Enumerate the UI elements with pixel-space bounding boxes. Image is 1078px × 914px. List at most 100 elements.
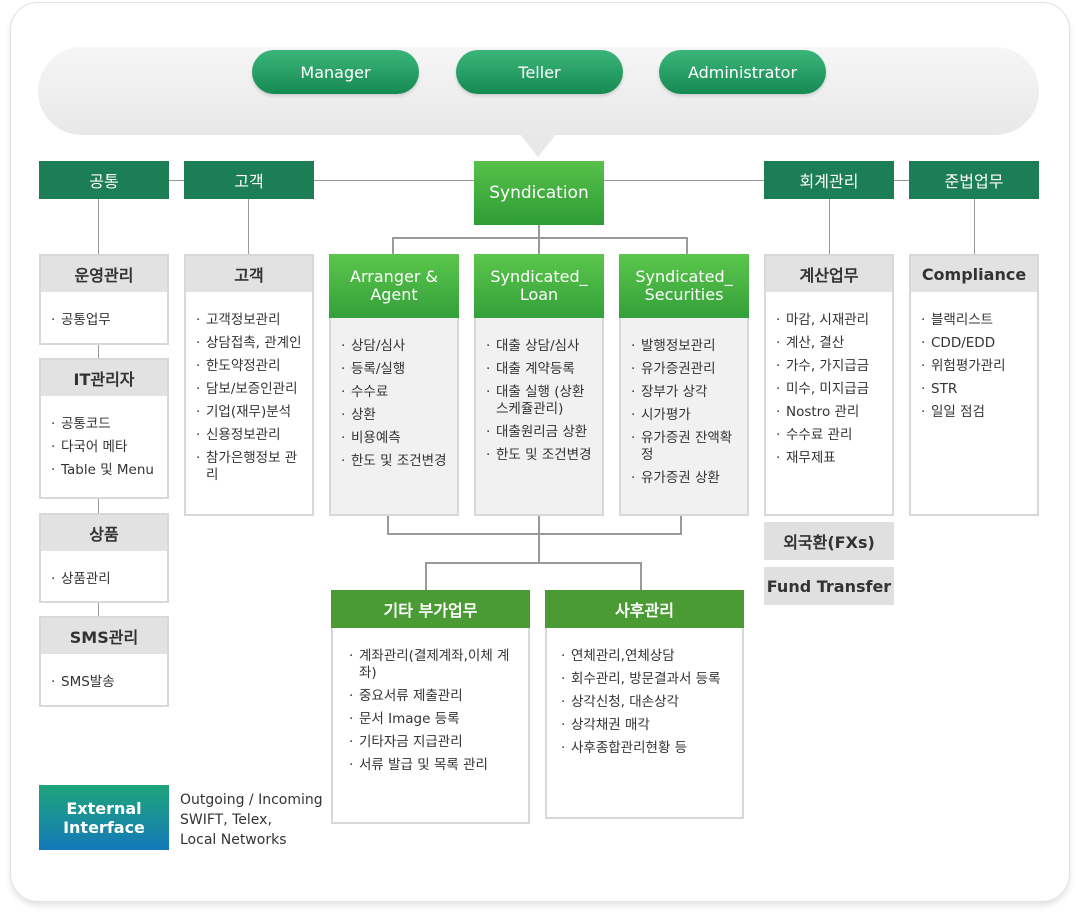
card-syndicated-securities[interactable]: Syndicated_ Securities 발행정보관리 유가증권관리 장부가… bbox=[619, 254, 749, 516]
list-item: 상각신청, 대손상각 bbox=[561, 694, 734, 711]
list-item: 수수료 bbox=[341, 384, 447, 401]
list-item: 마감, 시재관리 bbox=[776, 312, 882, 329]
connector bbox=[894, 180, 909, 181]
card-title: 상품 bbox=[41, 515, 167, 551]
card-product[interactable]: 상품 상품관리 bbox=[39, 513, 169, 603]
list-item: 참가은행정보 관리 bbox=[196, 450, 302, 484]
external-interface-box[interactable]: External Interface bbox=[39, 785, 169, 850]
list-item: 기업(재무)분석 bbox=[196, 404, 302, 421]
connector bbox=[98, 603, 99, 616]
role-manager[interactable]: Manager bbox=[252, 50, 419, 94]
card-title: Syndicated_ Loan bbox=[474, 254, 604, 318]
connector bbox=[387, 516, 389, 534]
connector bbox=[98, 199, 99, 254]
card-other-services[interactable]: 기타 부가업무 계좌관리(결제계좌,이체 계좌) 중요서류 제출관리 문서 Im… bbox=[331, 590, 530, 824]
list-item: 신용정보관리 bbox=[196, 427, 302, 444]
connector bbox=[425, 562, 642, 564]
card-compliance[interactable]: Compliance 블랙리스트 CDD/EDD 위험평가관리 STR 일일 점… bbox=[909, 254, 1039, 516]
connector bbox=[604, 180, 764, 181]
card-title-line: Syndicated_ bbox=[490, 267, 588, 286]
list-item: 한도약정관리 bbox=[196, 358, 302, 375]
list-item: CDD/EDD bbox=[921, 335, 1027, 352]
list-item: 상환 bbox=[341, 407, 447, 424]
card-title-line: Agent bbox=[370, 285, 418, 304]
card-title-line: Arranger & bbox=[350, 267, 438, 286]
connector bbox=[538, 225, 540, 238]
list-item: 수수료 관리 bbox=[776, 427, 882, 444]
connector bbox=[538, 516, 540, 563]
category-compliance-work[interactable]: 준법업무 bbox=[909, 161, 1039, 199]
list-item: 가수, 가지급금 bbox=[776, 358, 882, 375]
connector bbox=[387, 533, 682, 535]
list-item: 사후종합관리현황 등 bbox=[561, 740, 734, 757]
list-item: 한도 및 조건변경 bbox=[486, 447, 592, 464]
connector bbox=[98, 345, 99, 358]
list-item: 상각채권 매각 bbox=[561, 717, 734, 734]
list-item: 대출원리금 상환 bbox=[486, 424, 592, 441]
card-syndicated-loan[interactable]: Syndicated_ Loan 대출 상담/심사 대출 계약등록 대출 실행 … bbox=[474, 254, 604, 516]
card-title: 운영관리 bbox=[41, 256, 167, 292]
list-item: 대출 실행 (상환스케쥴관리) bbox=[486, 384, 592, 418]
card-customer[interactable]: 고객 고객정보관리 상담접촉, 관계인 한도약정관리 담보/보증인관리 기업(재… bbox=[184, 254, 314, 516]
card-post-management[interactable]: 사후관리 연체관리,연체상담 회수관리, 방문결과서 등록 상각신청, 대손상각… bbox=[545, 590, 744, 819]
list-item: STR bbox=[921, 381, 1027, 398]
card-title: Arranger & Agent bbox=[329, 254, 459, 318]
list-item: 상품관리 bbox=[51, 571, 157, 588]
card-title: Syndicated_ Securities bbox=[619, 254, 749, 318]
list-item: 유가증권 상환 bbox=[631, 470, 737, 487]
connector bbox=[680, 516, 682, 534]
list-item: Table 및 Menu bbox=[51, 462, 157, 479]
list-item: 시가평가 bbox=[631, 407, 737, 424]
card-title-line: Securities bbox=[644, 285, 724, 304]
list-item: 재무제표 bbox=[776, 450, 882, 467]
list-item: 다국어 메타 bbox=[51, 439, 157, 456]
connector bbox=[314, 180, 474, 181]
card-title: 계산업무 bbox=[766, 256, 892, 292]
card-title: IT관리자 bbox=[41, 360, 167, 396]
connector bbox=[538, 237, 540, 254]
syndication-hub[interactable]: Syndication bbox=[474, 161, 604, 225]
list-item: 장부가 상각 bbox=[631, 384, 737, 401]
role-administrator[interactable]: Administrator bbox=[659, 50, 826, 94]
external-title-line: Interface bbox=[63, 817, 145, 837]
list-item: 공통코드 bbox=[51, 416, 157, 433]
list-item: 한도 및 조건변경 bbox=[341, 453, 447, 470]
connector bbox=[98, 499, 99, 513]
card-arranger-agent[interactable]: Arranger & Agent 상담/심사 등록/실행 수수료 상환 비용예측… bbox=[329, 254, 459, 516]
external-desc-line: Local Networks bbox=[180, 832, 287, 848]
list-item: 기타자금 지급관리 bbox=[349, 734, 514, 751]
connector bbox=[829, 199, 830, 254]
card-title-line: Loan bbox=[519, 285, 559, 304]
list-item: 대출 계약등록 bbox=[486, 361, 592, 378]
fund-transfer-box[interactable]: Fund Transfer bbox=[764, 567, 894, 605]
list-item: 중요서류 제출관리 bbox=[349, 688, 514, 705]
list-item: 위험평가관리 bbox=[921, 358, 1027, 375]
list-item: 연체관리,연체상담 bbox=[561, 648, 734, 665]
card-calculation[interactable]: 계산업무 마감, 시재관리 계산, 결산 가수, 가지급금 미수, 미지급금 N… bbox=[764, 254, 894, 516]
list-item: 공통업무 bbox=[51, 312, 157, 329]
list-item: 계좌관리(결제계좌,이체 계좌) bbox=[349, 648, 514, 682]
list-item: 비용예측 bbox=[341, 430, 447, 447]
connector bbox=[686, 237, 688, 254]
list-item: 담보/보증인관리 bbox=[196, 381, 302, 398]
card-it-admin[interactable]: IT관리자 공통코드 다국어 메타 Table 및 Menu bbox=[39, 358, 169, 499]
external-interface-description: Outgoing / Incoming SWIFT, Telex, Local … bbox=[180, 790, 323, 850]
connector bbox=[392, 237, 394, 254]
role-cloud-pointer bbox=[519, 133, 557, 157]
connector bbox=[169, 180, 184, 181]
list-item: 고객정보관리 bbox=[196, 312, 302, 329]
connector bbox=[974, 199, 975, 254]
card-title: 기타 부가업무 bbox=[331, 590, 530, 628]
card-title: Compliance bbox=[911, 256, 1037, 292]
connector bbox=[392, 237, 688, 239]
category-common[interactable]: 공통 bbox=[39, 161, 169, 199]
category-accounting[interactable]: 회계관리 bbox=[764, 161, 894, 199]
external-title-line: External bbox=[66, 798, 142, 818]
connector bbox=[248, 199, 249, 254]
connector bbox=[640, 562, 642, 590]
fx-box[interactable]: 외국환(FXs) bbox=[764, 522, 894, 560]
category-customer[interactable]: 고객 bbox=[184, 161, 314, 199]
card-sms[interactable]: SMS관리 SMS발송 bbox=[39, 616, 169, 707]
role-teller[interactable]: Teller bbox=[456, 50, 623, 94]
card-operations[interactable]: 운영관리 공통업무 bbox=[39, 254, 169, 345]
